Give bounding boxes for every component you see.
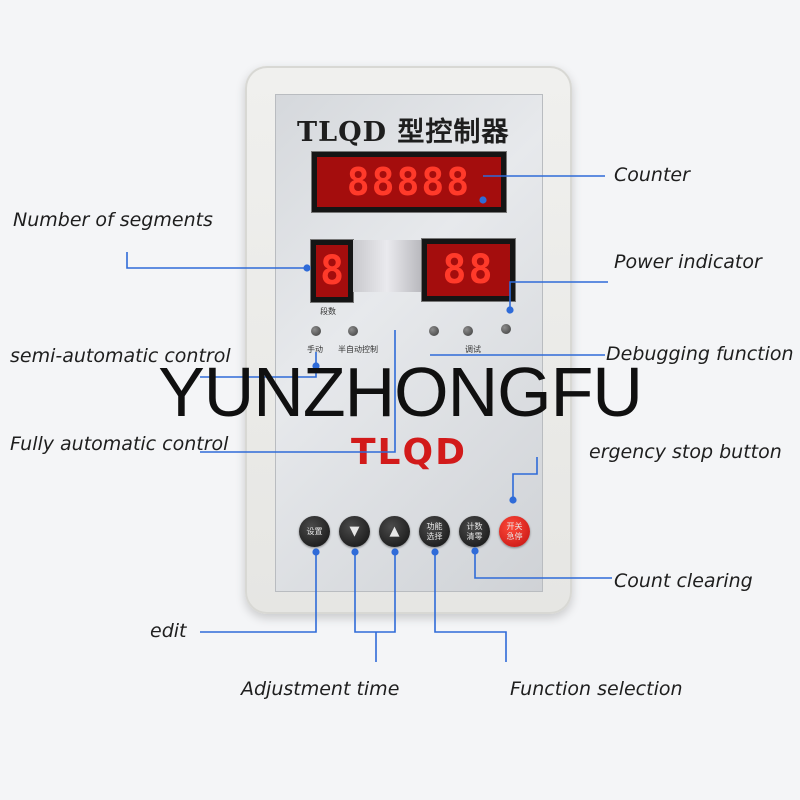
segment-display: 8 xyxy=(311,240,353,302)
callout-semi-automatic: semi-automatic control xyxy=(10,345,231,367)
debug-label: 调试 xyxy=(465,345,481,354)
semi-auto-label: 半自动控制 xyxy=(338,345,378,354)
estop-line xyxy=(512,457,538,500)
watermark: YUNZHONGFU xyxy=(158,353,643,431)
counter-display: 88888 xyxy=(312,152,506,212)
estop-dot xyxy=(509,496,517,504)
power-indicator-led xyxy=(501,324,511,334)
up-arrow-icon: ▲ xyxy=(389,523,400,539)
callout-edit: edit xyxy=(150,620,187,642)
counter-dot xyxy=(479,196,487,204)
callout-adjustment-time: Adjustment time xyxy=(241,678,400,700)
segment-label: 段数 xyxy=(320,307,336,316)
callout-power-indicator: Power indicator xyxy=(614,251,762,273)
set-button[interactable]: 设置 xyxy=(299,516,330,547)
power-line xyxy=(509,281,608,310)
adjust-line xyxy=(354,552,396,633)
clear-line xyxy=(474,551,612,579)
power-dot xyxy=(506,306,514,314)
auto-indicator xyxy=(429,326,439,336)
up-button[interactable]: ▲ xyxy=(379,516,410,547)
mounting-clip xyxy=(353,240,421,292)
time-display: 88 xyxy=(422,239,515,301)
function-select-button[interactable]: 功能选择 xyxy=(419,516,450,547)
function-line xyxy=(434,552,507,662)
segments-dot xyxy=(303,264,311,272)
down-dot xyxy=(351,548,359,556)
callout-fully-automatic: Fully automatic control xyxy=(10,433,229,455)
up-dot xyxy=(391,548,399,556)
callout-emergency-stop: ergency stop button xyxy=(589,441,782,463)
emergency-stop-button[interactable]: 开关急停 xyxy=(499,516,530,547)
count-clear-button[interactable]: 计数清零 xyxy=(459,516,490,547)
edit-dot xyxy=(312,548,320,556)
manual-indicator xyxy=(311,326,321,336)
callout-function-selection: Function selection xyxy=(510,678,683,700)
semi-auto-line xyxy=(200,352,317,378)
down-button[interactable]: ▼ xyxy=(339,516,370,547)
semi-auto-dot xyxy=(312,362,320,370)
device-title: TLQD 型控制器 xyxy=(297,117,510,148)
down-arrow-icon: ▼ xyxy=(349,523,360,539)
callout-debugging: Debugging function xyxy=(606,343,794,365)
segments-line xyxy=(126,252,307,269)
debug-indicator xyxy=(463,326,473,336)
function-dot xyxy=(431,548,439,556)
clear-dot xyxy=(471,547,479,555)
controller-device: TLQD 型控制器 88888 8 88 段数 手动 半自动控制 调试 TLQD… xyxy=(245,66,572,614)
callout-count-clearing: Count clearing xyxy=(614,570,753,592)
edit-line xyxy=(200,552,317,633)
manual-label: 手动 xyxy=(307,345,323,354)
time-reading: 88 xyxy=(427,244,510,296)
segment-reading: 8 xyxy=(316,245,348,297)
fully-auto-line xyxy=(200,330,396,453)
callout-counter: Counter xyxy=(614,164,690,186)
callout-number-of-segments: Number of segments xyxy=(13,209,213,231)
semi-auto-indicator xyxy=(348,326,358,336)
counter-reading: 88888 xyxy=(317,157,501,207)
faceplate: TLQD 型控制器 88888 8 88 段数 手动 半自动控制 调试 TLQD… xyxy=(275,94,543,592)
